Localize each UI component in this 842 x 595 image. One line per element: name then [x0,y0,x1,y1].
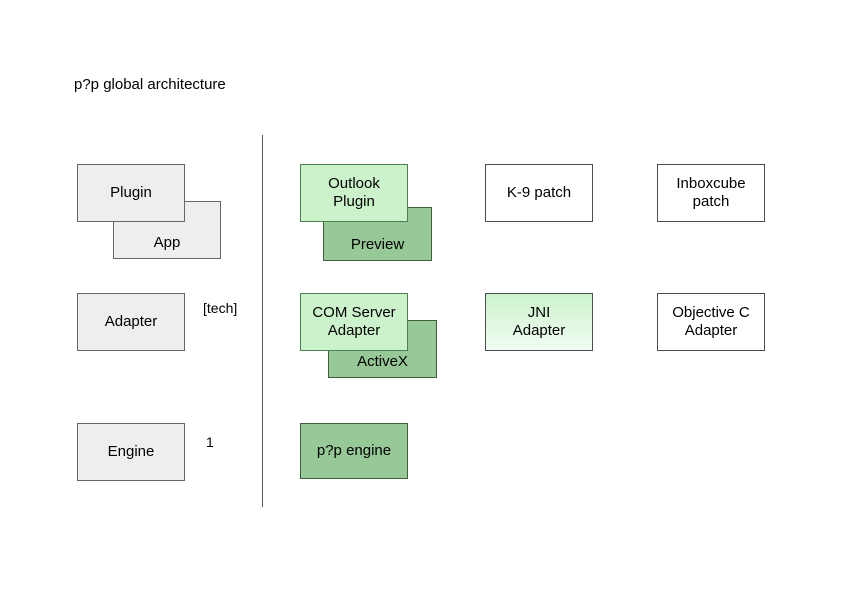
box-inboxcube-patch[interactable]: Inboxcube patch [657,164,765,222]
annotation-one: 1 [206,434,214,450]
annotation-tech: [tech] [203,300,238,316]
box-k9-patch[interactable]: K-9 patch [485,164,593,222]
box-objective-c-adapter[interactable]: Objective C Adapter [657,293,765,351]
box-jni-adapter[interactable]: JNI Adapter [485,293,593,351]
box-plugin[interactable]: Plugin [77,164,185,222]
box-com-server-adapter[interactable]: COM Server Adapter [300,293,408,351]
box-pep-engine[interactable]: p?p engine [300,423,408,479]
page-title: p?p global architecture [74,76,226,93]
vertical-separator [262,135,263,507]
box-engine[interactable]: Engine [77,423,185,481]
box-adapter[interactable]: Adapter [77,293,185,351]
box-outlook-plugin[interactable]: Outlook Plugin [300,164,408,222]
